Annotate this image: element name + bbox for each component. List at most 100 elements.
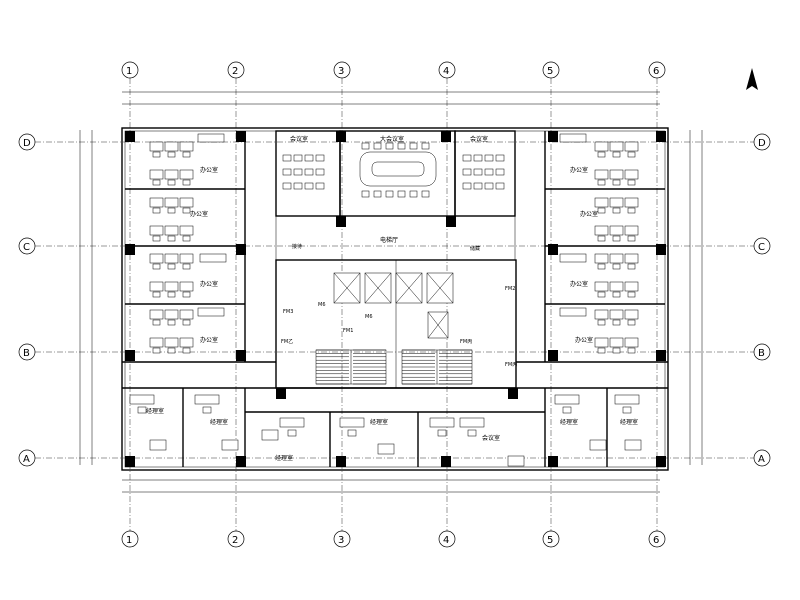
chair (152, 207, 161, 214)
grid-4-bottom: 4 (443, 535, 449, 546)
desk (149, 141, 164, 152)
desk (624, 169, 639, 180)
chair (473, 182, 483, 190)
chair (347, 429, 357, 437)
chair (182, 319, 191, 326)
manager-label-6: 经理室 (560, 418, 578, 426)
chair (293, 154, 303, 162)
column (336, 216, 346, 227)
chair (562, 406, 572, 414)
desk (179, 197, 194, 208)
chair (152, 235, 161, 242)
table (507, 455, 525, 467)
door-tag-fmc2: FM丙 (505, 362, 517, 368)
chair (182, 179, 191, 186)
chair (612, 179, 621, 186)
chair (385, 190, 394, 198)
chair (137, 406, 147, 414)
column (446, 216, 456, 227)
chair (287, 429, 297, 437)
office-label-l2: 办公室 (190, 210, 208, 218)
chair (437, 429, 447, 437)
desk (609, 197, 624, 208)
chair (361, 190, 370, 198)
chair (182, 235, 191, 242)
grid-B-right: B (758, 348, 765, 359)
chair (152, 347, 161, 354)
grid-6-bottom: 6 (653, 535, 659, 546)
column (548, 350, 558, 361)
structural-columns (125, 131, 666, 467)
desk (179, 281, 194, 292)
grid-B-left: B (23, 348, 30, 359)
column (125, 131, 135, 142)
column (441, 456, 451, 467)
chair (315, 168, 325, 176)
meeting-room-label-right: 会议室 (470, 135, 488, 143)
cabinet (559, 133, 587, 143)
desk (594, 169, 609, 180)
door-tag-m6: M6 (318, 302, 326, 308)
desk (459, 417, 485, 428)
door-tag-m6b: M6 (365, 314, 373, 320)
desk (594, 309, 609, 320)
chair (202, 406, 212, 414)
desk (279, 417, 305, 428)
manager-label-1: 经理室 (146, 407, 164, 415)
desk (594, 225, 609, 236)
chair (484, 182, 494, 190)
chair (484, 168, 494, 176)
chair (612, 291, 621, 298)
column (656, 244, 666, 255)
manager-label-4: 经理室 (370, 418, 388, 426)
chair (167, 263, 176, 270)
chair (612, 319, 621, 326)
chair (282, 182, 292, 190)
chair (597, 151, 606, 158)
grid-C-right: C (758, 242, 765, 253)
grid-3-bottom: 3 (338, 535, 344, 546)
desk (164, 169, 179, 180)
bottom-offices (182, 388, 608, 467)
column (336, 131, 346, 142)
reception-label: 接待 (292, 243, 302, 250)
chair (409, 142, 418, 150)
grid-D-right: D (758, 138, 766, 149)
desk (179, 225, 194, 236)
cabinet (197, 307, 225, 317)
desk (594, 281, 609, 292)
column (656, 131, 666, 142)
desk (164, 253, 179, 264)
chair (282, 154, 292, 162)
desk (149, 281, 164, 292)
chair (597, 291, 606, 298)
column (276, 388, 286, 399)
desk (624, 309, 639, 320)
chair (304, 168, 314, 176)
desk (149, 309, 164, 320)
grid-1-bottom: 1 (126, 535, 132, 546)
elevators (333, 272, 454, 339)
desk (164, 197, 179, 208)
grid-2-top: 2 (232, 66, 238, 77)
grid-A-left: A (23, 454, 30, 465)
column (125, 244, 135, 255)
column (236, 350, 246, 361)
chair (152, 291, 161, 298)
desk (624, 141, 639, 152)
chair (462, 154, 472, 162)
column (236, 244, 246, 255)
chair (627, 347, 636, 354)
table (149, 439, 167, 451)
column (508, 388, 518, 399)
door-tag-fm1: FM1 (343, 328, 353, 334)
desk (164, 309, 179, 320)
chair (182, 347, 191, 354)
desk (609, 225, 624, 236)
left-office-rows (125, 188, 245, 305)
manager-label-7: 经理室 (620, 418, 638, 426)
labels: 会议室 大会议室 会议室 电梯厅 接待 储藏 办公室 办公室 办公室 办公室 办… (146, 135, 638, 462)
cabinet (559, 307, 587, 317)
chair (462, 182, 472, 190)
